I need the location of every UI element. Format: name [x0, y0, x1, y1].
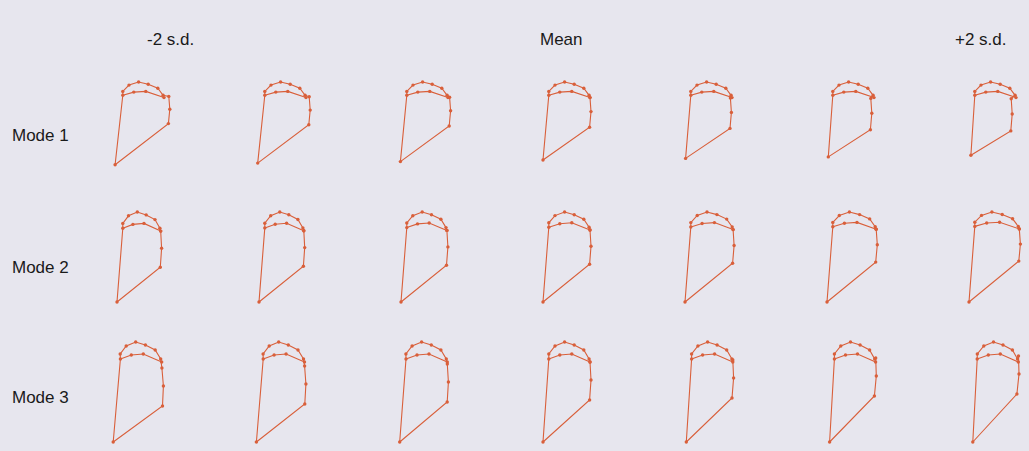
column-heading: +2 s.d.: [955, 30, 1007, 50]
row-label: Mode 2: [12, 258, 69, 278]
shape-outline: [541, 340, 592, 443]
shape-outline: [541, 210, 592, 303]
shape-outline: [399, 210, 449, 303]
shape-outline: [828, 340, 878, 443]
shape-outline: [967, 210, 1022, 303]
shape-outline: [971, 340, 1021, 443]
shape-outline: [399, 80, 453, 163]
shape-outline: [683, 210, 736, 303]
column-heading: -2 s.d.: [147, 30, 194, 50]
shape-outline: [255, 340, 308, 443]
shape-outline: [113, 80, 171, 166]
shape-outline: [257, 210, 306, 303]
shape-outline: [256, 80, 312, 165]
row-label: Mode 1: [12, 126, 69, 146]
shape-outline: [398, 340, 450, 443]
shape-outline: [825, 210, 879, 303]
shape-outline: [684, 80, 734, 160]
shape-outline: [827, 80, 876, 158]
column-heading: Mean: [540, 30, 583, 50]
shape-outline: [112, 340, 166, 443]
shape-outline: [541, 80, 592, 161]
shape-outline: [685, 340, 736, 443]
shape-outline: [969, 80, 1018, 157]
row-label: Mode 3: [12, 388, 69, 408]
shape-outline: [115, 210, 163, 303]
